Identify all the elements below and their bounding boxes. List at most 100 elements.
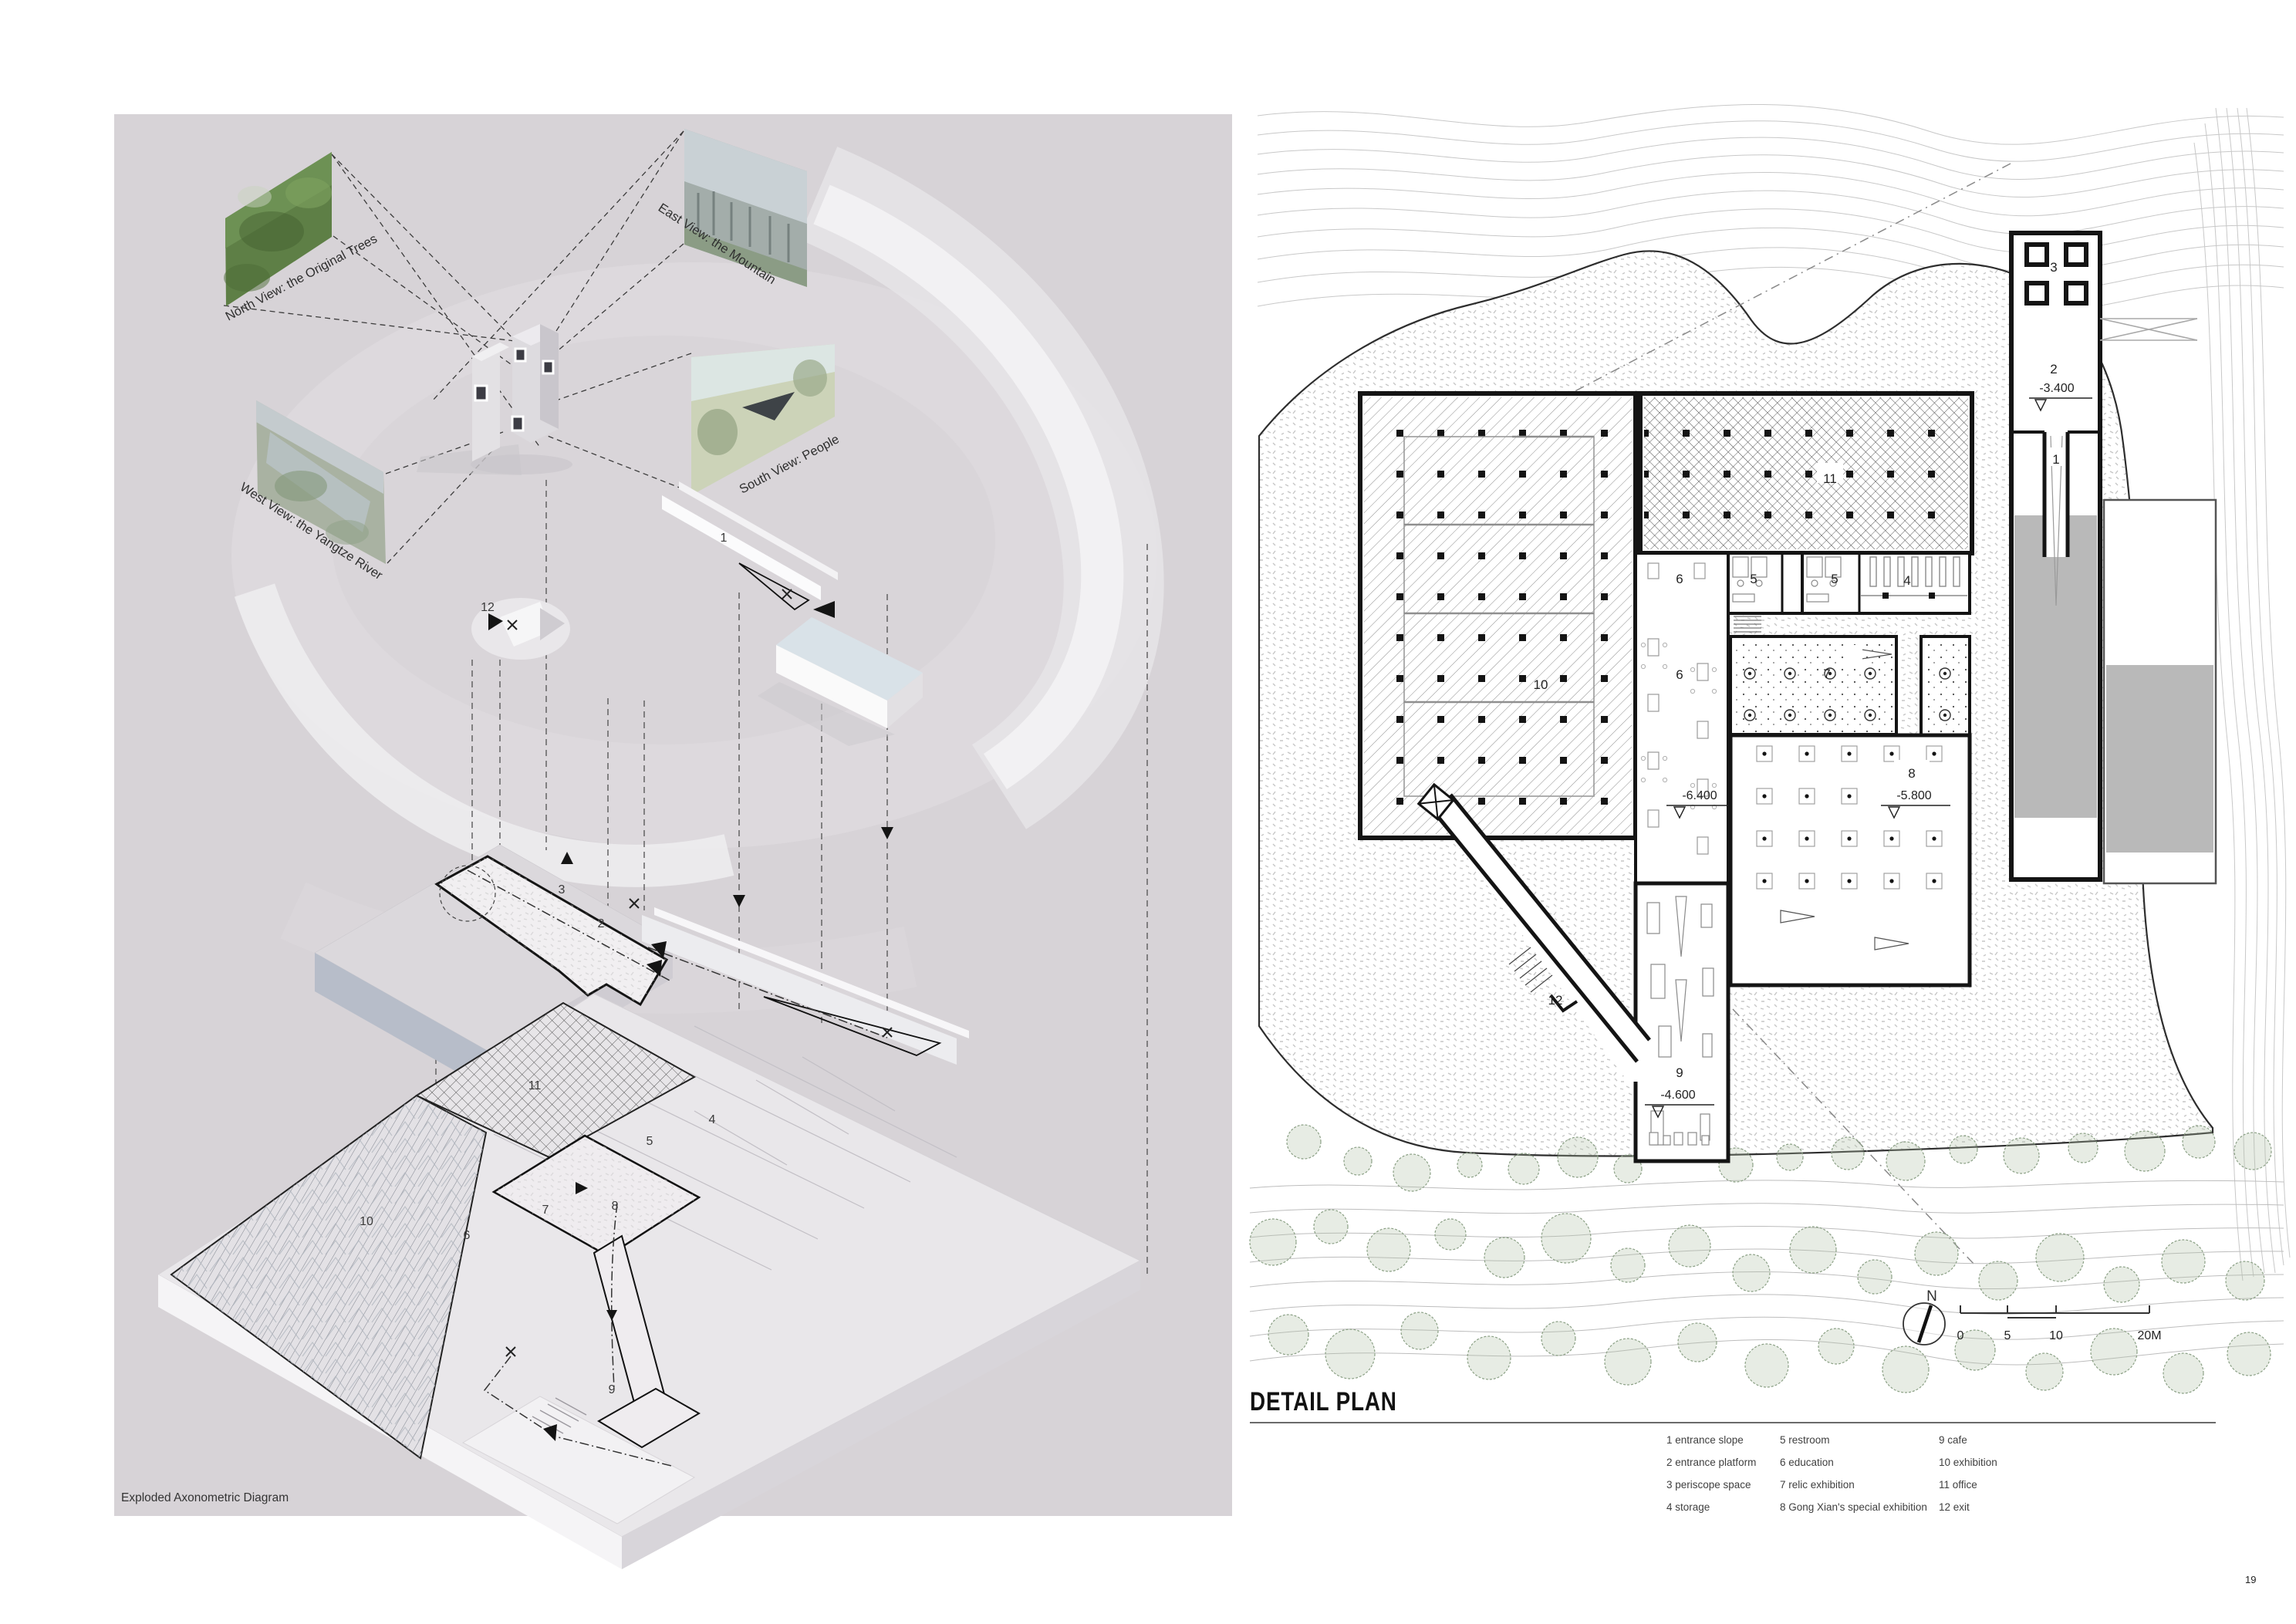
section-x-mark-icon	[505, 1346, 516, 1357]
page-number: 19	[2245, 1574, 2257, 1585]
level-marker-special: -5.800	[1879, 785, 1950, 819]
axon-label-4: 4	[709, 1113, 716, 1126]
legend-item: 1 entrance slope	[1666, 1434, 1744, 1446]
scale-tick-5: 5	[2004, 1329, 2011, 1342]
detail-plan: 10 11	[1249, 104, 2291, 1394]
compass-needle-icon	[1916, 1305, 1933, 1343]
axon-caption: Exploded Axonometric Diagram	[121, 1491, 289, 1504]
route-arrow-icon	[647, 960, 662, 977]
axon-label-7: 7	[542, 1204, 549, 1217]
entrance-strip: 3 2 -3.400 1	[2009, 231, 2217, 885]
level-triangle-icon	[1887, 806, 1901, 819]
legend-item: 8 Gong Xian's special exhibition	[1780, 1501, 1927, 1513]
route-arrow-icon	[543, 1424, 557, 1441]
legend-item: 10 exhibition	[1939, 1457, 1997, 1468]
plan-label-5a: 5	[1750, 572, 1757, 586]
legend-item: 7 relic exhibition	[1780, 1479, 1855, 1491]
axon-label-8: 8	[612, 1200, 619, 1213]
svg-text:-4.600: -4.600	[1660, 1089, 1695, 1102]
axon-label-1: 1	[721, 532, 728, 545]
stair-icon	[1734, 616, 1761, 633]
plan-label-3: 3	[2050, 260, 2057, 275]
legend-item: 4 storage	[1666, 1501, 1710, 1513]
level-marker-hall: -6.400	[1666, 789, 1736, 819]
route-arrow-icon	[576, 1182, 588, 1194]
level-marker-cafe: -4.600	[1643, 1083, 1714, 1119]
level-triangle-icon	[1651, 1106, 1665, 1119]
legend-item: 11 office	[1939, 1479, 1977, 1491]
plan-building: 10 11	[1358, 231, 2217, 1163]
axon-label-11: 11	[528, 1079, 542, 1092]
photo-north-view	[224, 152, 332, 306]
legend-item: 9 cafe	[1939, 1434, 1967, 1446]
legend-item: 2 entrance platform	[1666, 1457, 1757, 1468]
legend-column-1: 1 entrance slope 2 entrance platform 3 p…	[1666, 1429, 1756, 1518]
room-relic-exhibition: 7	[1729, 635, 1971, 737]
route-arrow-icon	[606, 1310, 617, 1321]
bridge	[2099, 318, 2198, 341]
plan-label-10: 10	[1534, 677, 1548, 692]
compass: N	[1903, 1288, 1946, 1345]
periscope-tower	[417, 324, 572, 475]
exit-pool: 12	[471, 598, 570, 660]
plan-label-9: 9	[1676, 1065, 1683, 1080]
contour-lines-top	[1257, 104, 2284, 312]
axon-label-2: 2	[598, 917, 605, 930]
tree-band	[1249, 1124, 2272, 1394]
plan-label-4: 4	[1903, 573, 1910, 588]
plan-label-1: 1	[2052, 452, 2059, 467]
plan-title: DETAIL PLAN	[1250, 1387, 1397, 1416]
photo-south-view	[691, 344, 835, 495]
axon-label-5: 5	[647, 1135, 653, 1148]
svg-text:-5.800: -5.800	[1896, 789, 1931, 802]
section-x-mark-icon	[507, 620, 518, 630]
legend-item: 3 periscope space	[1666, 1479, 1751, 1491]
level-triangle-icon	[1673, 806, 1687, 819]
plan-label-8: 8	[1908, 766, 1915, 781]
svg-text:-3.400: -3.400	[2039, 382, 2074, 395]
room-education: 6 6 -6.400	[1634, 552, 1736, 885]
legend-item: 6 education	[1780, 1457, 1834, 1468]
level-marker-platform: -3.400	[2029, 382, 2092, 412]
room-exhibition: 10	[1358, 391, 1638, 840]
route-arrow-icon	[813, 601, 835, 618]
scale-tick-0: 0	[1957, 1329, 1964, 1342]
exit-corridor: 12	[1416, 782, 1651, 1082]
lower-ramp	[642, 907, 969, 1065]
plan-sight-lines	[1496, 163, 2011, 1266]
svg-text:-6.400: -6.400	[1682, 789, 1717, 802]
plan-label-12: 12	[1548, 993, 1563, 1008]
route-arrow-icon	[651, 941, 667, 958]
section-x-mark-icon	[882, 1027, 893, 1038]
axon-label-12: 12	[481, 601, 495, 614]
room-special-exhibition: 8 -5.800	[1728, 733, 1972, 988]
title-underline	[1250, 1422, 2216, 1423]
legend-item: 5 restroom	[1780, 1434, 1830, 1446]
door-x-icon	[1416, 782, 1455, 821]
plan-label-6b: 6	[1676, 667, 1683, 682]
axon-label-3: 3	[559, 883, 566, 896]
section-x-mark-icon	[782, 589, 792, 599]
contour-lines-right	[2193, 107, 2291, 1281]
route-arrow-icon	[488, 613, 503, 630]
photo-east-view	[684, 129, 807, 287]
scale-tick-20m: 20M	[2137, 1329, 2161, 1342]
plan-label-7: 7	[1823, 667, 1830, 681]
room-office: 11	[1638, 391, 1974, 555]
compass-n-label: N	[1926, 1288, 1937, 1305]
section-x-mark-icon	[629, 898, 640, 909]
platform-slab: 3 2	[314, 844, 674, 1089]
room-cafe: 9 -4.600	[1633, 881, 1730, 1163]
legend-item: 12 exit	[1939, 1501, 1970, 1513]
axon-label-6: 6	[464, 1229, 471, 1242]
plan-label-5b: 5	[1831, 572, 1838, 586]
periscope-columns	[2024, 242, 2088, 306]
photo-west-view	[256, 400, 386, 564]
axon-label-9: 9	[609, 1383, 616, 1396]
scale-bar: 0 5 10 20M	[1957, 1305, 2162, 1342]
stair-icon	[1508, 947, 1553, 993]
scale-tick-10: 10	[2049, 1329, 2063, 1342]
axon-label-10: 10	[360, 1215, 373, 1228]
entrance-ramp: 1	[662, 481, 923, 746]
